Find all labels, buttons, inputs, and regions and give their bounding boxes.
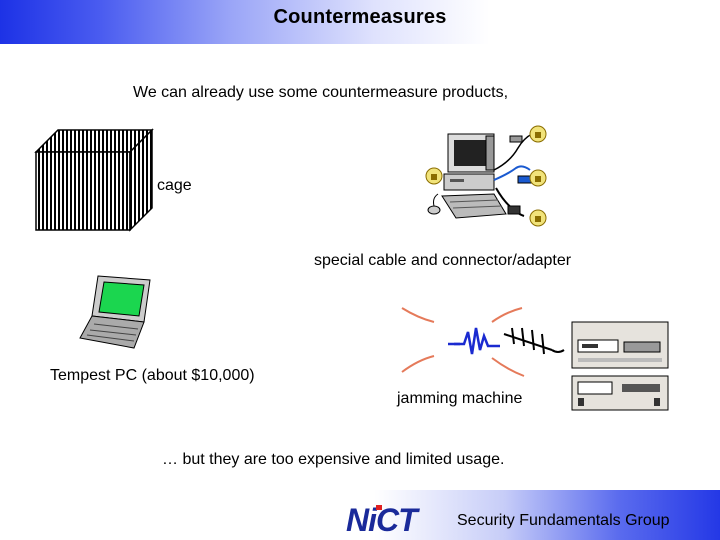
jamming-signal-illustration (401, 307, 565, 377)
slide-title: Countermeasures (273, 6, 447, 28)
cable-label: special cable and connector/adapter (314, 252, 572, 269)
conclusion-text: … but they are too expensive and limited… (162, 451, 505, 468)
footer-bar (0, 490, 720, 540)
svg-text:NiCT: NiCT (346, 502, 420, 538)
tempest-label: Tempest PC (about $10,000) (50, 367, 255, 384)
cage-illustration (34, 128, 154, 232)
secure-computer-illustration (425, 125, 547, 227)
footer-group-name: Security Fundamentals Group (457, 512, 670, 529)
jamming-machine-illustration (571, 321, 669, 411)
title-bar (0, 0, 720, 44)
nict-logo: NiCT (346, 502, 421, 538)
cage-label: cage (156, 177, 193, 195)
jamming-label: jamming machine (397, 390, 523, 407)
tempest-pc-illustration (79, 275, 151, 349)
intro-text: We can already use some countermeasure p… (133, 84, 509, 101)
